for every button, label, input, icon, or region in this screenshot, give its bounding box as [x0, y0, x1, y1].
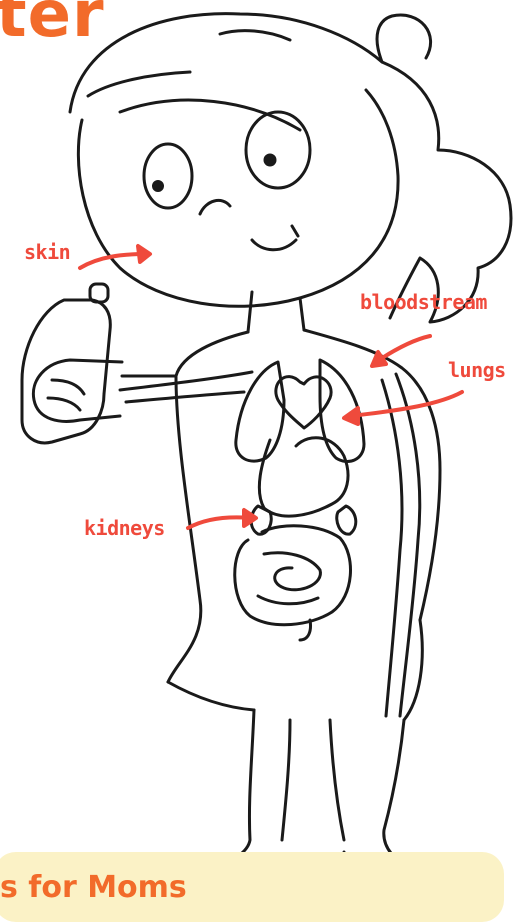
label-kidneys: kidneys: [84, 516, 165, 540]
child-body-illustration: [0, 0, 520, 894]
arm-and-bottle: [22, 284, 248, 443]
skin-arrowhead: [138, 246, 150, 262]
hair-outline: [70, 14, 511, 322]
lungs-arrowhead: [344, 408, 358, 424]
label-lungs: lungs: [448, 358, 506, 382]
bloodstream-arrowhead: [372, 352, 386, 366]
label-bloodstream: bloodstream: [360, 290, 487, 314]
internal-organs: [235, 360, 364, 640]
body-outline: [120, 330, 440, 888]
bottom-banner-text: s for Moms: [0, 870, 187, 905]
head-outline: [78, 90, 398, 332]
label-skin: skin: [24, 240, 70, 264]
